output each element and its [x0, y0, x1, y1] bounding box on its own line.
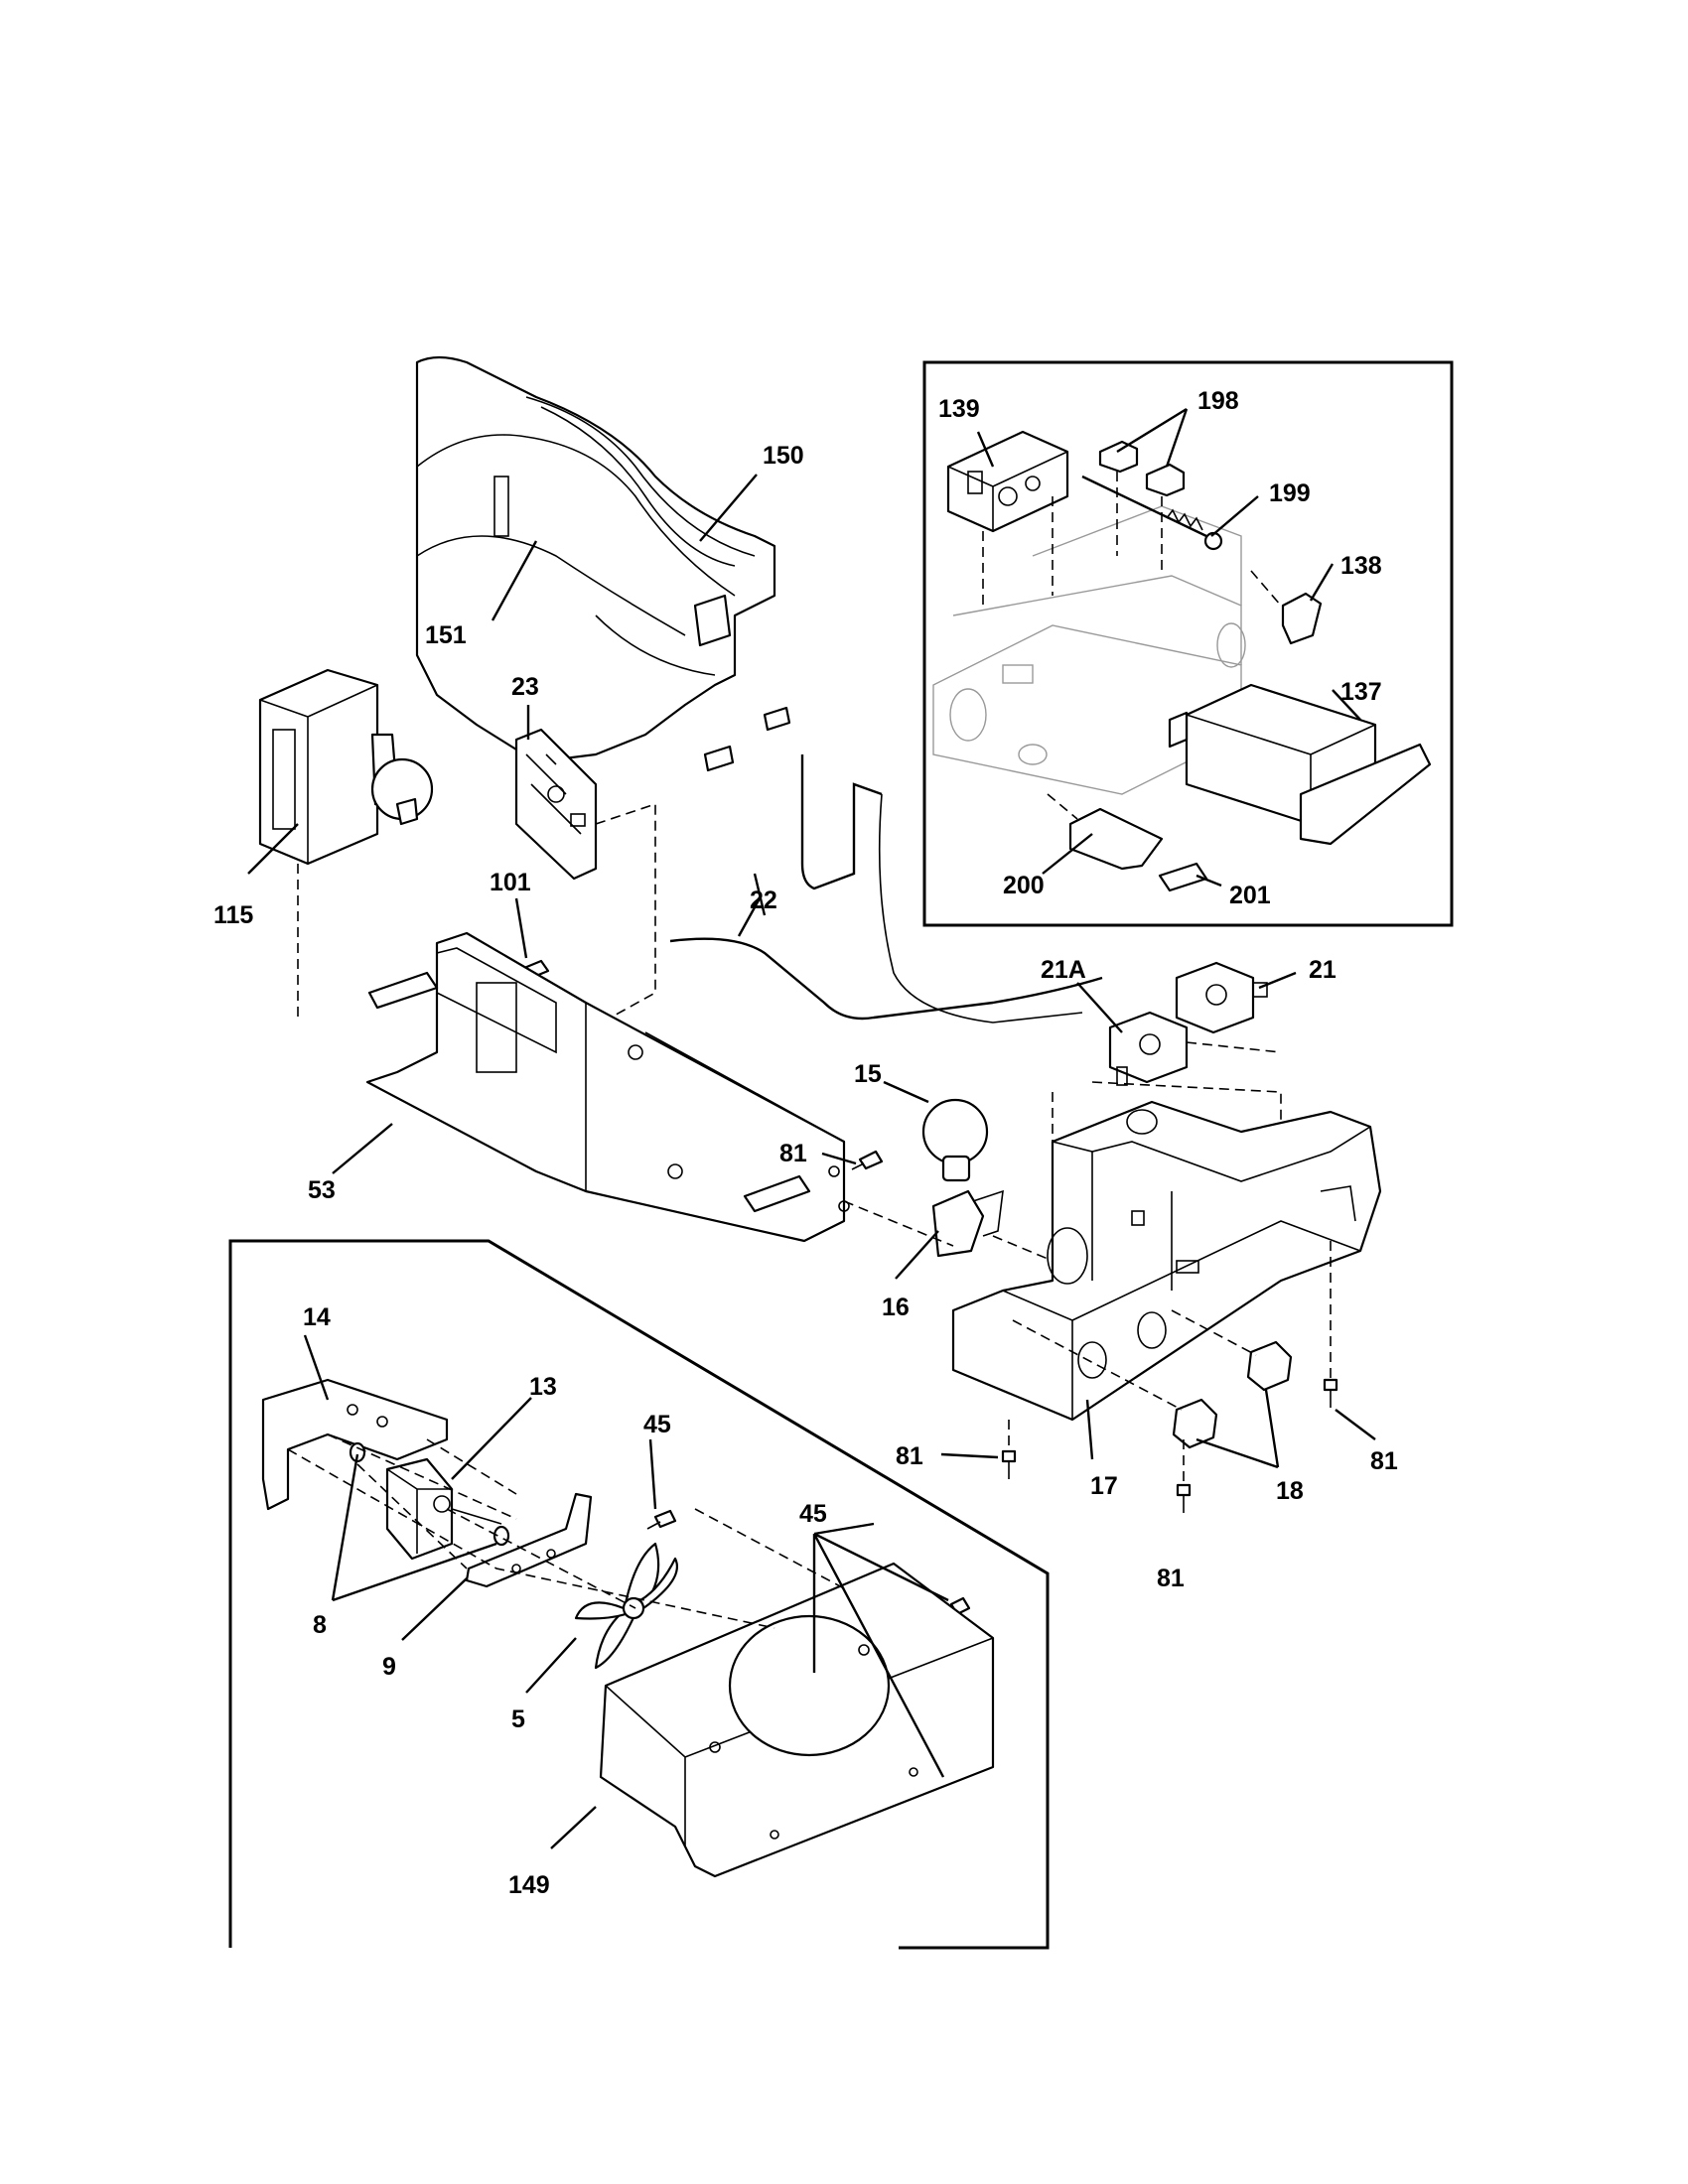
- label-81: 81: [1157, 1565, 1185, 1592]
- part-5-fan-blade: [574, 1542, 678, 1670]
- label-81: 81: [896, 1442, 923, 1470]
- label-21: 21: [1309, 956, 1336, 984]
- label-15: 15: [854, 1060, 882, 1088]
- part-149-fan-shroud: [599, 1562, 995, 1878]
- part-150-151-chute: [415, 355, 791, 772]
- part-198-clips: [1098, 440, 1186, 497]
- part-21-switch: [1175, 961, 1268, 1034]
- label-199: 199: [1269, 479, 1311, 507]
- part-13-fan-motor: [385, 1457, 502, 1561]
- label-53: 53: [308, 1176, 336, 1204]
- part-45-screw-a: [646, 1509, 677, 1530]
- label-45: 45: [799, 1500, 827, 1528]
- label-17: 17: [1090, 1472, 1118, 1500]
- part-139-switch-block: [946, 430, 1069, 533]
- label-5: 5: [511, 1706, 525, 1733]
- label-139: 139: [938, 395, 980, 423]
- label-201: 201: [1229, 882, 1271, 909]
- label-149: 149: [508, 1871, 550, 1899]
- part-137-paddle: [1168, 683, 1432, 846]
- part-81-screw-c: [1176, 1483, 1192, 1513]
- label-150: 150: [763, 442, 804, 470]
- label-21A: 21A: [1041, 956, 1086, 984]
- label-200: 200: [1003, 872, 1045, 899]
- part-number-labels: 150 151 23 115 101 22 53 81 15 16 139 19…: [213, 387, 1398, 1899]
- part-23-control-board: [514, 728, 598, 881]
- label-115: 115: [213, 901, 253, 929]
- label-137: 137: [1340, 678, 1382, 706]
- lower-group-outline: [228, 1239, 1050, 1950]
- part-16-socket: [931, 1189, 1004, 1258]
- label-198: 198: [1197, 387, 1239, 415]
- part-115-motor-assembly: [258, 668, 434, 866]
- label-9: 9: [382, 1653, 396, 1681]
- inset-frame: [922, 360, 1454, 927]
- label-22: 22: [750, 887, 777, 914]
- part-53-bracket: [365, 931, 850, 1243]
- part-15-bulb: [921, 1098, 989, 1182]
- part-22-tubing: [669, 754, 1103, 1024]
- part-9-bracket: [465, 1492, 593, 1588]
- part-81-screw-b: [1001, 1449, 1017, 1479]
- part-138-clip: [1281, 592, 1323, 645]
- part-200-actuator: [1068, 807, 1164, 871]
- label-18: 18: [1276, 1477, 1304, 1505]
- label-23: 23: [511, 673, 539, 701]
- label-13: 13: [529, 1373, 557, 1401]
- label-151: 151: [425, 621, 467, 649]
- part-21A-switch: [1108, 1011, 1189, 1086]
- label-81: 81: [1370, 1447, 1398, 1475]
- part-81-screw-a: [851, 1150, 884, 1170]
- label-16: 16: [882, 1294, 910, 1321]
- label-14: 14: [303, 1303, 331, 1331]
- part-17-housing: [951, 1100, 1382, 1422]
- label-81: 81: [779, 1140, 807, 1167]
- part-81-screw-d: [1323, 1378, 1338, 1408]
- label-138: 138: [1340, 552, 1382, 580]
- leader-lines: [247, 407, 1376, 1849]
- label-45: 45: [643, 1411, 671, 1438]
- label-8: 8: [313, 1611, 327, 1639]
- part-18-knobs: [1172, 1340, 1293, 1449]
- label-101: 101: [490, 869, 531, 896]
